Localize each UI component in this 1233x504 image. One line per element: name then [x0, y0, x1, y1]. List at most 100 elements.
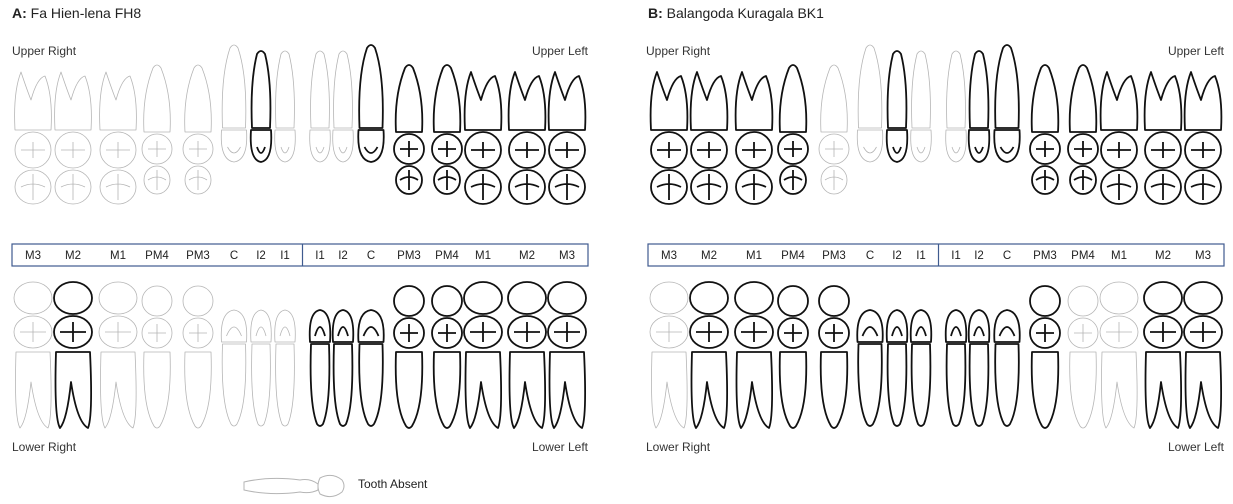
panel-b-teeth-diagram: M3 M2 M1 PM4 PM3 C I2 I1 I1 I2 C PM3 PM4 M1 M2 M3 [636, 0, 1233, 470]
upper-tooth-pm4-present [778, 65, 808, 194]
lower-tooth-pm4-present [778, 286, 808, 428]
lower-tooth-i2-present [969, 310, 990, 426]
lower-tooth-m2-present [54, 282, 92, 428]
lower-tooth-i1-present [911, 310, 932, 426]
lower-tooth-m1-absent [1100, 282, 1138, 428]
lower-tooth-i1-present [310, 310, 331, 426]
upper-tooth-pm3-present [1030, 65, 1060, 194]
upper-tooth-c-present [358, 45, 383, 162]
lower-tooth-m3-absent [14, 282, 52, 428]
upper-tooth-pm4-present [432, 65, 462, 194]
upper-tooth-pm3-absent [819, 65, 849, 194]
lower-tooth-i1-absent [275, 310, 296, 426]
tooth-label: PM3 [822, 250, 846, 262]
tooth-label: I2 [338, 250, 348, 262]
lower-tooth-c-present [358, 310, 383, 426]
tooth-label: PM3 [186, 250, 210, 262]
upper-tooth-m2-present [509, 72, 546, 204]
upper-tooth-i1-absent [911, 51, 932, 162]
upper-tooth-m1-absent [100, 72, 137, 204]
upper-tooth-i2-absent [333, 51, 354, 162]
panel-b-dental-chart: B: Balangoda Kuragala BK1 Upper Right Up… [636, 0, 1233, 470]
upper-tooth-i2-present [251, 51, 272, 162]
lower-tooth-m3-absent [650, 282, 688, 428]
tooth-label: I1 [315, 250, 325, 262]
lower-tooth-m2-present [1144, 282, 1182, 428]
tooth-label: M2 [1155, 250, 1171, 262]
lower-tooth-m2-present [690, 282, 728, 428]
lower-tooth-c-absent [221, 310, 246, 426]
upper-tooth-m1-present [465, 72, 502, 204]
tooth-label: I1 [951, 250, 961, 262]
tooth-label: M2 [701, 250, 717, 262]
absent-tooth-legend-icon [240, 472, 350, 500]
lower-tooth-m1-present [464, 282, 502, 428]
panel-a-dental-chart: A: Fa Hien-lena FH8 Upper Right Upper Le… [0, 0, 600, 470]
lower-tooth-c-present [994, 310, 1019, 426]
tooth-label: C [367, 250, 375, 262]
tooth-label: M2 [519, 250, 535, 262]
lower-tooth-m1-present [735, 282, 773, 428]
tooth-label: C [866, 250, 874, 262]
lower-tooth-pm3-present [819, 286, 849, 428]
tooth-label: PM4 [145, 250, 169, 262]
panel-a-teeth-diagram: M3 M2 M1 PM4 PM3 C I2 I1 I1 I2 C PM3 PM4 M1 M2 M3 [0, 0, 600, 470]
tooth-label: I2 [892, 250, 902, 262]
lower-tooth-pm3-present [1030, 286, 1060, 428]
upper-tooth-m3-present [549, 72, 586, 204]
tooth-label: M1 [746, 250, 762, 262]
lower-tooth-i1-present [946, 310, 967, 426]
tooth-label: PM3 [397, 250, 421, 262]
upper-tooth-c-absent [857, 45, 882, 162]
upper-tooth-i2-present [969, 51, 990, 162]
upper-tooth-i2-present [887, 51, 908, 162]
tooth-label: M3 [1195, 250, 1211, 262]
tooth-label: PM3 [1033, 250, 1057, 262]
tooth-label: PM4 [781, 250, 805, 262]
upper-tooth-m2-present [1145, 72, 1182, 204]
upper-tooth-m3-present [1185, 72, 1222, 204]
tooth-label: M3 [661, 250, 677, 262]
tooth-label: I1 [280, 250, 290, 262]
tooth-label: C [1003, 250, 1011, 262]
tooth-label: M3 [25, 250, 41, 262]
tooth-label: PM4 [435, 250, 459, 262]
lower-tooth-pm3-present [394, 286, 424, 428]
lower-tooth-m2-present [508, 282, 546, 428]
legend: Tooth Absent [240, 472, 540, 500]
upper-tooth-i1-absent [310, 51, 331, 162]
tooth-label: I2 [256, 250, 266, 262]
tooth-label: C [230, 250, 238, 262]
tooth-label: M1 [1111, 250, 1127, 262]
lower-tooth-m3-present [548, 282, 586, 428]
upper-tooth-pm3-absent [183, 65, 213, 194]
tooth-label: M3 [559, 250, 575, 262]
tooth-label: I1 [916, 250, 926, 262]
upper-tooth-c-present [994, 45, 1019, 162]
upper-tooth-i1-absent [275, 51, 296, 162]
lower-tooth-pm4-absent [142, 286, 172, 428]
upper-tooth-m1-present [1101, 72, 1138, 204]
tooth-label: M2 [65, 250, 81, 262]
tooth-label-box [12, 244, 588, 266]
lower-tooth-m3-present [1184, 282, 1222, 428]
lower-tooth-i2-present [887, 310, 908, 426]
tooth-label: PM4 [1071, 250, 1095, 262]
lower-tooth-i2-absent [251, 310, 272, 426]
upper-tooth-pm4-absent [142, 65, 172, 194]
upper-tooth-i1-absent [946, 51, 967, 162]
tooth-label: M1 [110, 250, 126, 262]
upper-tooth-m2-absent [55, 72, 92, 204]
tooth-label: I2 [974, 250, 984, 262]
lower-tooth-pm4-present [432, 286, 462, 428]
upper-tooth-m1-present [736, 72, 773, 204]
upper-tooth-pm4-present [1068, 65, 1098, 194]
tooth-label-box [648, 244, 1224, 266]
upper-tooth-m3-present [651, 72, 688, 204]
tooth-label: M1 [475, 250, 491, 262]
upper-tooth-m2-present [691, 72, 728, 204]
lower-tooth-c-present [857, 310, 882, 426]
lower-tooth-pm3-absent [183, 286, 213, 428]
lower-tooth-i2-present [333, 310, 354, 426]
lower-tooth-m1-absent [99, 282, 137, 428]
